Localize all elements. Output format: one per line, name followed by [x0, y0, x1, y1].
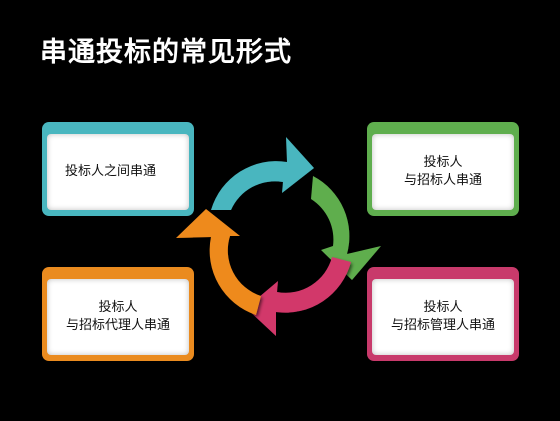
- page-title: 串通投标的常见形式: [40, 37, 292, 68]
- box-bidder-tenderer-collusion: 投标人 与招标人串通: [367, 122, 519, 216]
- box-bl-line-1: 投标人: [98, 300, 138, 315]
- box-tr-line-1: 投标人: [423, 155, 463, 170]
- box-tr-content: 投标人 与招标人串通: [372, 134, 514, 210]
- box-bidders-collusion: 投标人之间串通: [42, 122, 194, 216]
- cycle-arrow-orange: [176, 209, 261, 315]
- box-br-content: 投标人 与招标管理人串通: [372, 279, 514, 355]
- box-tr-line-2: 与招标人串通: [403, 173, 482, 188]
- box-bl-content: 投标人 与招标代理人串通: [47, 279, 189, 355]
- box-tl-content: 投标人之间串通: [47, 134, 189, 210]
- box-br-line-1: 投标人: [423, 300, 463, 315]
- box-br-line-2: 与招标管理人串通: [390, 318, 495, 333]
- cycle-arrow-pink: [246, 257, 351, 336]
- box-bidder-manager-collusion: 投标人 与招标管理人串通: [367, 267, 519, 361]
- box-bidder-agent-collusion: 投标人 与招标代理人串通: [42, 267, 194, 361]
- box-bl-line-2: 与招标代理人串通: [65, 318, 170, 333]
- cycle-arrow-teal: [211, 137, 314, 210]
- cycle-arrow-green: [311, 176, 381, 280]
- box-tl-line-1: 投标人之间串通: [65, 164, 157, 179]
